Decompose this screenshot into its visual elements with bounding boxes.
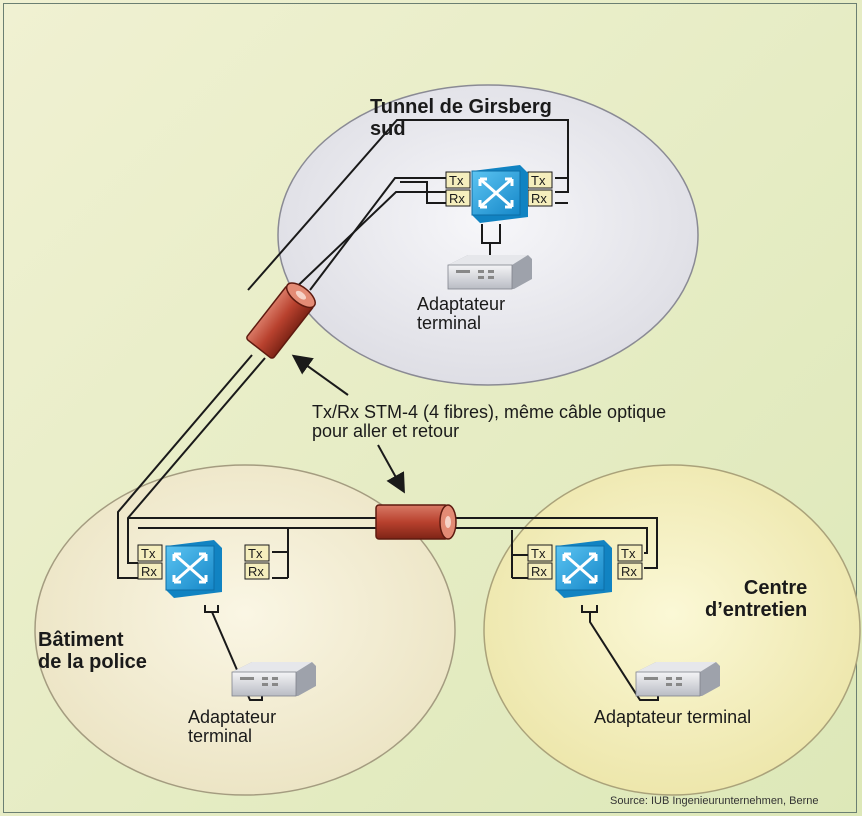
police-ports [137, 544, 270, 580]
annotation-arrow [291, 354, 349, 396]
optical-cross-connect-icon [165, 540, 222, 598]
adapter-label-line: Adaptateur [417, 294, 506, 314]
adapter-label-line: Adaptateur [188, 707, 277, 727]
port-label-tx: Tx [531, 173, 546, 188]
adapter-label-line: terminal [188, 726, 253, 747]
port-label-tx: Tx [248, 546, 263, 561]
source-credit: Source: IUB Ingenieurunternehmen, Berne [610, 795, 819, 807]
port-label-tx: Tx [449, 173, 464, 188]
port-label-rx: Rx [531, 191, 547, 206]
port-label-rx: Rx [449, 191, 465, 206]
port-label-rx: Rx [621, 564, 637, 579]
adapter-label-line: Adaptateur terminal [594, 707, 752, 727]
fiber-cable-icon [375, 504, 457, 540]
adapter-label-line: terminal [417, 313, 482, 334]
node-ellipse-entretien [483, 464, 861, 796]
port-label-rx: Rx [248, 564, 264, 579]
port-label-rx: Rx [531, 564, 547, 579]
node-title-line: Bâtiment [38, 629, 124, 651]
fiber-cable-icon [246, 282, 316, 359]
terminal-adapter-icon [231, 662, 316, 697]
port-label-tx: Tx [531, 546, 546, 561]
adapter-label-police: Adaptateur terminal [188, 707, 277, 747]
girsberg-ports [445, 171, 553, 207]
cable-annotation: Tx/Rx STM-4 (4 fibres), même câble optiq… [312, 402, 667, 442]
terminal-adapter-icon [635, 662, 720, 697]
node-title-line: de la police [38, 650, 147, 673]
adapter-label-entretien: Adaptateur terminal [594, 707, 752, 727]
node-title-girsberg: Tunnel de Girsberg sud [370, 96, 552, 140]
port-label-tx: Tx [621, 546, 636, 561]
fiber-links [117, 119, 658, 579]
annotation-arrow [377, 444, 405, 494]
figure-frame [3, 3, 857, 813]
optical-cross-connect-icon [471, 165, 528, 223]
adapter-label-girsberg: Adaptateur terminal [417, 294, 506, 334]
cable-annotation-line: pour aller et retour [312, 421, 460, 442]
node-title-line: d’entretien [705, 598, 808, 621]
node-title-entretien: Centre d’entretien [705, 577, 808, 621]
node-ellipse-girsberg [277, 84, 699, 386]
node-title-police: Bâtiment de la police [38, 629, 147, 673]
node-title-line: sud [370, 117, 406, 140]
terminal-adapter-icon [447, 255, 532, 290]
port-label-rx: Rx [141, 564, 157, 579]
node-title-line: Tunnel de Girsberg [370, 96, 552, 118]
entretien-ports [527, 544, 643, 580]
cable-annotation-line: Tx/Rx STM-4 (4 fibres), même câble optiq… [312, 402, 667, 422]
node-title-line: Centre [743, 577, 808, 599]
optical-cross-connect-icon [555, 540, 612, 598]
port-label-tx: Tx [141, 546, 156, 561]
